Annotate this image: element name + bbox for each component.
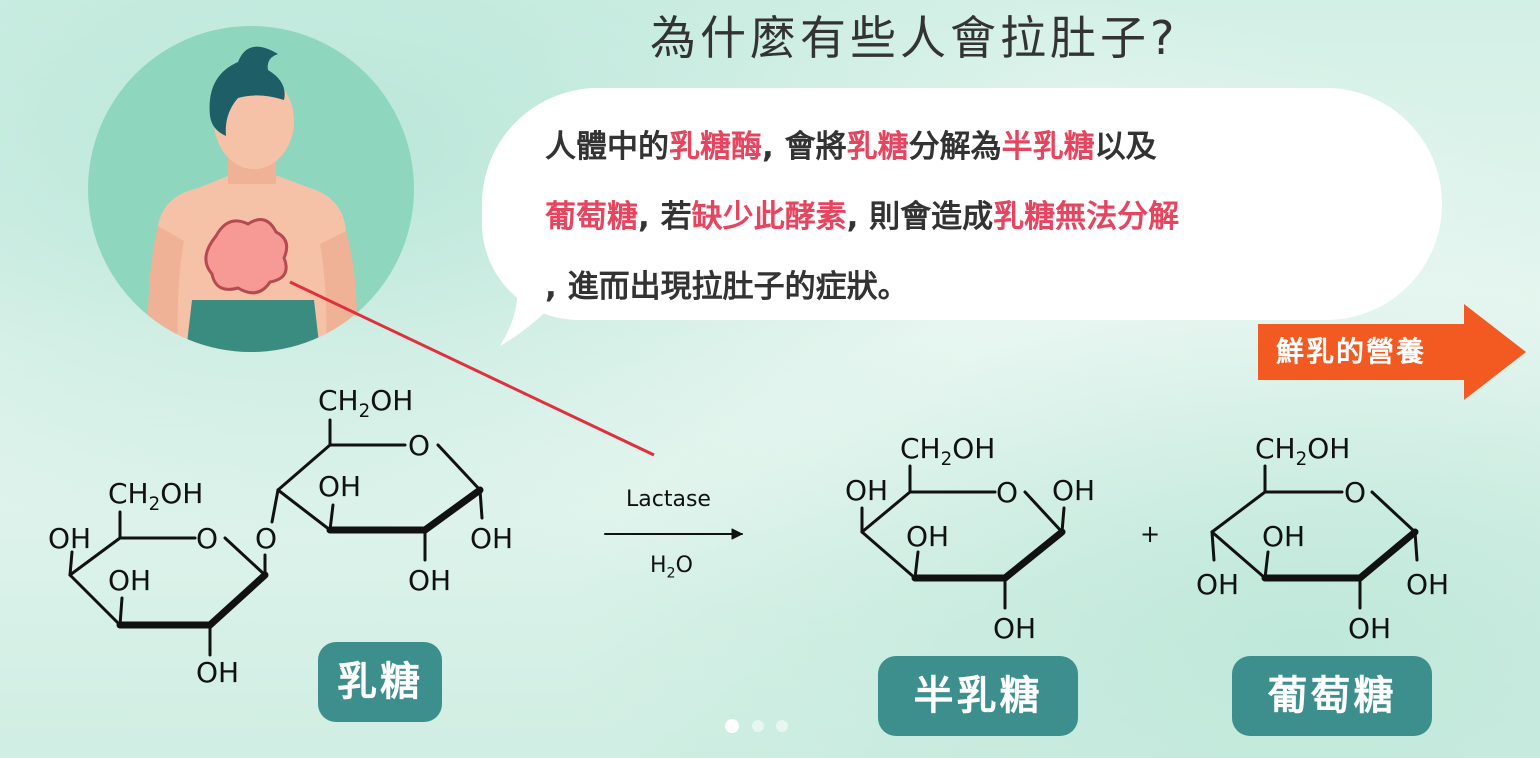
bubble-line-2: 葡萄糖, 若缺少此酵素, 則會造成乳糖無法分解 [545, 182, 1425, 252]
lactose-left-ch2oh: CH2OH [108, 477, 203, 515]
bubble-text-segment: 以及 [1094, 129, 1157, 165]
enzyme-label: Lactase [626, 487, 711, 512]
page-dot [776, 720, 788, 732]
lactose-right-oh-3: OH [408, 564, 451, 597]
next-arrow-button[interactable] [1258, 304, 1526, 400]
galactose-oh-2: OH [1052, 474, 1095, 507]
glucose-ch2oh: CH2OH [1255, 432, 1350, 470]
lactose-right-oh-2: OH [470, 522, 513, 555]
glucose-label: 葡萄糖 [1232, 656, 1432, 736]
lactose-right-o: O [408, 429, 430, 462]
lactose-left-oh-2: OH [108, 564, 151, 597]
glucose-oh-3: OH [1406, 568, 1449, 601]
arrow-right-icon [1258, 304, 1526, 400]
galactose-oh-1: OH [845, 474, 888, 507]
plus-sign: + [1140, 520, 1160, 548]
glucose-oh-2: OH [1196, 568, 1239, 601]
bubble-text-segment: 分解為 [908, 129, 1002, 165]
galactose-oh-3: OH [906, 520, 949, 553]
lactose-right-ch2oh: CH2OH [318, 384, 413, 422]
lactose-ring-left [68, 510, 269, 657]
galactose-ring [860, 464, 1066, 610]
bubble-text-segment: , 則會造成 [846, 199, 994, 235]
pagination-dots[interactable] [722, 716, 802, 736]
lactose-right-oh-1: OH [318, 470, 361, 503]
highlight-term: 缺少此酵素 [691, 199, 847, 235]
lactose-glycosidic-o: O [255, 522, 277, 555]
bubble-text-segment: , 若 [638, 199, 692, 235]
bubble-line-3: , 進而出現拉肚子的症狀。 [545, 252, 1425, 322]
bubble-text-segment: , 會將 [762, 129, 847, 165]
highlight-term: 乳糖酶 [669, 129, 762, 165]
lactose-label: 乳糖 [318, 642, 442, 722]
speech-bubble [482, 88, 1442, 320]
lactose-left-o: O [196, 522, 218, 555]
galactose-oh-4: OH [993, 612, 1036, 645]
lactose-ring-right [270, 418, 484, 562]
lactose-left-oh-3: OH [196, 656, 239, 689]
highlight-term: 葡萄糖 [545, 199, 638, 235]
glucose-oh-1: OH [1262, 520, 1305, 553]
page-dot-active [725, 719, 739, 733]
next-arrow-label[interactable]: 鮮乳的營養 [1276, 335, 1427, 368]
glucose-o: O [1344, 476, 1366, 509]
bubble-text-segment: , 進而出現拉肚子的症狀。 [545, 269, 909, 305]
highlight-term: 乳糖無法分解 [993, 199, 1180, 235]
bubble-text-segment: 人體中的 [545, 129, 669, 165]
speech-bubble-text: 人體中的乳糖酶, 會將乳糖分解為半乳糖以及 葡萄糖, 若缺少此酵素, 則會造成乳… [545, 112, 1425, 322]
water-label: H2O [650, 553, 693, 582]
lactose-left-oh-1: OH [48, 522, 91, 555]
page-dot [752, 720, 764, 732]
person-illustration [88, 26, 414, 352]
galactose-label: 半乳糖 [878, 656, 1078, 736]
highlight-term: 半乳糖 [1001, 129, 1095, 165]
galactose-ch2oh: CH2OH [900, 432, 995, 470]
page-title: 為什麼有些人會拉肚子? [650, 11, 1179, 65]
galactose-o: O [996, 476, 1018, 509]
glucose-ring [1210, 464, 1419, 610]
glucose-oh-4: OH [1348, 612, 1391, 645]
bubble-line-1: 人體中的乳糖酶, 會將乳糖分解為半乳糖以及 [545, 112, 1425, 182]
highlight-term: 乳糖 [846, 129, 909, 165]
